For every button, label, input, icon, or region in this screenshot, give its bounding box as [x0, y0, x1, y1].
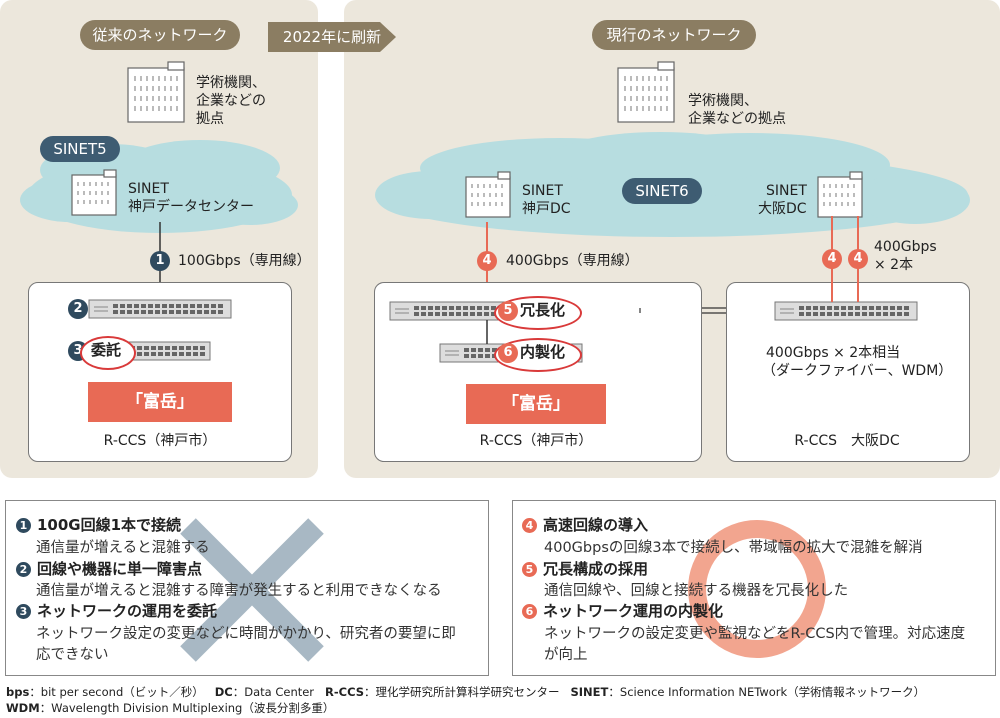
outsourced-label: 委託: [90, 341, 121, 359]
osaka-dc-label-2: 大阪DC: [758, 201, 807, 217]
right-fugaku-box: 「富岳」: [466, 384, 606, 424]
old-item-2-desc: 通信量が増えると混雑する障害が発生すると利用できなくなる: [36, 583, 442, 599]
left-institution-label-3: 拠点: [196, 111, 224, 127]
insourcing-label: 内製化: [520, 343, 566, 361]
kobe-dc-label-2: 神戸DC: [522, 201, 571, 217]
badge-6: 6: [498, 343, 518, 363]
new-item-4-desc: 400Gbpsの回線3本で接続し、帯域幅の拡大で混雑を解消: [544, 540, 923, 556]
sinet5-label: SINET5: [40, 136, 120, 162]
right-rccs-osaka-label: R-CCS 大阪DC: [794, 433, 900, 449]
new-item-5-desc: 通信回線や、回線と接続する機器を冗長化した: [544, 583, 849, 599]
old-item-1-desc: 通信量が増えると混雑する: [36, 540, 210, 556]
osaka-dc-label-1: SINET: [766, 183, 807, 199]
left-institution-label-1: 学術機関、: [196, 75, 266, 91]
right-institution-label-2: 企業などの拠点: [688, 111, 786, 127]
right-institution-label-1: 学術機関、: [688, 93, 758, 109]
cross-mark: [180, 518, 324, 662]
arrow-banner-icon: [268, 22, 396, 52]
badge-1: 1: [150, 251, 170, 271]
badge-5: 5: [498, 301, 518, 321]
redundancy-label: 冗長化: [520, 301, 566, 319]
right-rccs-kobe-label: R-CCS（神戸市）: [479, 433, 593, 449]
new-item-6-desc-2: が向上: [544, 647, 588, 663]
left-switch-1-icon: [88, 299, 232, 319]
badge-2: 2: [68, 299, 88, 319]
left-dc-label-2: 神戸データセンター: [128, 199, 254, 215]
old-network-title: 従来のネットワーク: [80, 20, 240, 50]
badge-4-kobe: 4: [477, 251, 497, 271]
osaka-switch-icon: [774, 301, 918, 321]
renewal-label: 2022年に刷新: [282, 28, 382, 46]
osaka-link-label-1: 400Gbps: [874, 239, 937, 255]
left-rccs-label: R-CCS（神戸市）: [103, 433, 217, 449]
kobe-dc-label-1: SINET: [522, 183, 563, 199]
osaka-link-label-2: × 2本: [874, 257, 914, 273]
kobe-link-label: 400Gbps（専用線）: [506, 253, 639, 269]
new-item-6-desc-1: ネットワークの設定変更や監視などをR-CCS内で管理。対応速度: [544, 626, 966, 642]
left-fugaku-box: 「富岳」: [88, 382, 232, 422]
left-link-label: 100Gbps（専用線）: [178, 253, 311, 269]
outsourced-oval: [80, 336, 136, 370]
old-item-3-desc-2: 応できない: [36, 647, 109, 663]
left-institution-label-2: 企業などの: [196, 93, 266, 109]
sinet6-label: SINET6: [622, 178, 702, 204]
footnote-line-1: bps：bit per second（ビット／秒） DC：Data Center…: [6, 685, 926, 699]
new-network-title: 現行のネットワーク: [592, 20, 756, 50]
old-item-3-desc-1: ネットワーク設定の変更などに時間がかかり、研究者の要望に即: [36, 626, 456, 642]
dark-fiber-label-1: 400Gbps × 2本相当: [766, 345, 901, 361]
dark-fiber-label-2: （ダークファイバー、WDM）: [762, 363, 953, 379]
badge-4-osaka-b: 4: [848, 249, 868, 269]
circle-mark: [688, 520, 826, 658]
badge-4-osaka-a: 4: [822, 249, 842, 269]
footnote-line-2: WDM：Wavelength Division Multiplexing（波長分…: [6, 701, 335, 715]
left-dc-label-1: SINET: [128, 181, 169, 197]
